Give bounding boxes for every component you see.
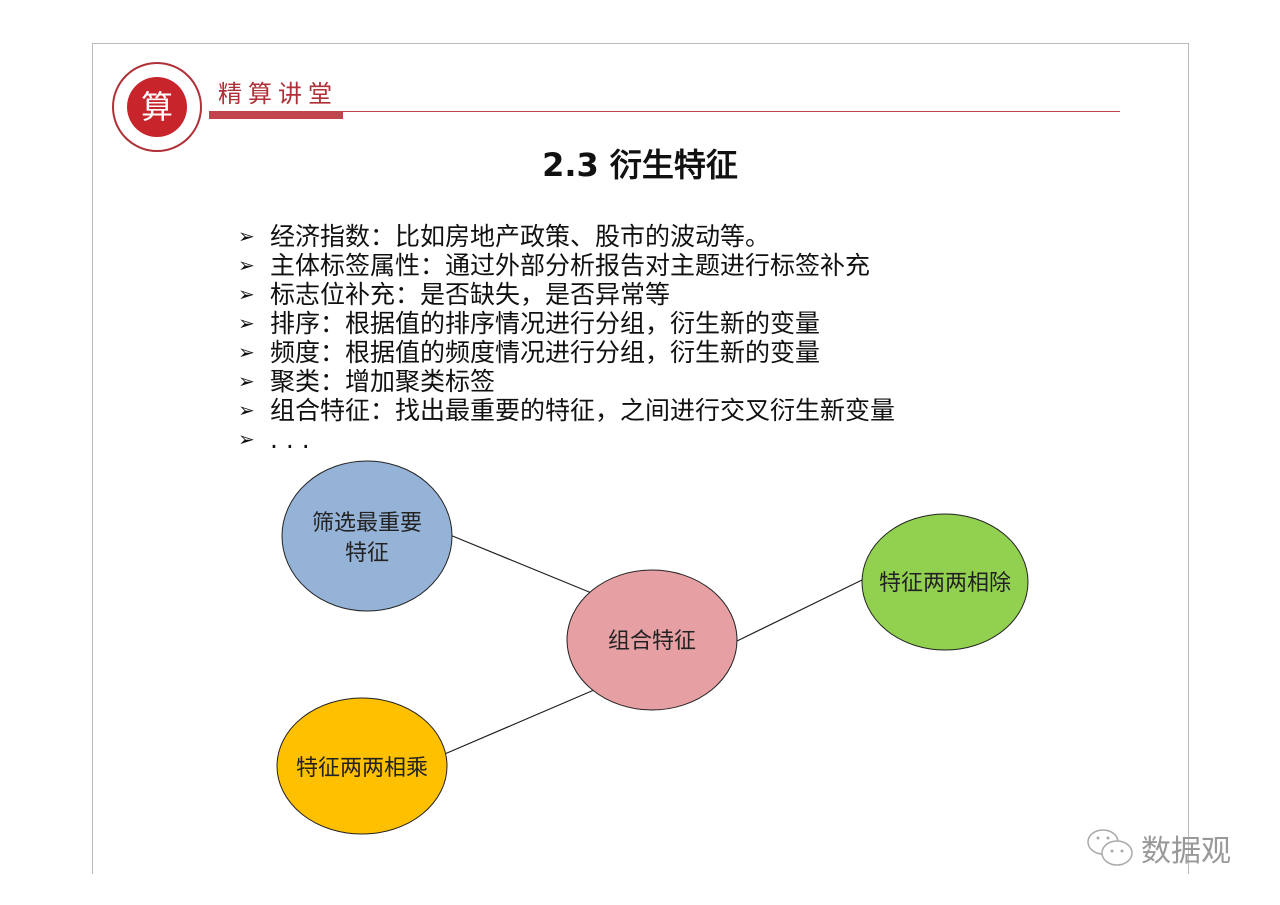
- bullet-text: 组合特征：找出最重要的特征，之间进行交叉衍生新变量: [270, 396, 896, 425]
- arrow-bullet-icon: ➢: [238, 282, 255, 306]
- header-accent-bar: [209, 111, 343, 119]
- node-divide: [861, 513, 1029, 651]
- bullet-text: 排序：根据值的排序情况进行分组，衍生新的变量: [270, 309, 821, 338]
- list-item: ➢ 聚类：增加聚类标签: [238, 367, 895, 396]
- bullet-text: 聚类：增加聚类标签: [270, 367, 496, 396]
- node-label: 特征两两相除: [879, 571, 1011, 596]
- list-item: ➢ 主体标签属性：通过外部分析报告对主题进行标签补充: [238, 251, 895, 280]
- wechat-icon: [1087, 829, 1133, 866]
- bullet-text: 标志位补充：是否缺失，是否异常等: [270, 280, 671, 309]
- header-rule: [343, 111, 1120, 112]
- list-item: ➢ . . .: [238, 425, 895, 454]
- node-label: 特征两两相乘: [296, 756, 428, 781]
- node-select-important: [281, 460, 453, 612]
- svg-text:算: 算: [141, 88, 173, 126]
- connector-line: [449, 534, 595, 595]
- bullet-text: 主体标签属性：通过外部分析报告对主题进行标签补充: [270, 251, 871, 280]
- arrow-bullet-icon: ➢: [238, 311, 255, 335]
- page-title: 2.3 衍生特征: [542, 146, 738, 184]
- arrow-bullet-icon: ➢: [238, 427, 255, 451]
- arrow-bullet-icon: ➢: [238, 398, 255, 422]
- slide: [92, 43, 1189, 874]
- arrow-bullet-icon: ➢: [238, 224, 255, 248]
- arrow-bullet-icon: ➢: [238, 340, 255, 364]
- arrow-bullet-icon: ➢: [238, 253, 255, 277]
- bullet-text: . . .: [270, 425, 310, 454]
- node-multiply: [276, 697, 448, 835]
- list-item: ➢ 频度：根据值的频度情况进行分组，衍生新的变量: [238, 338, 895, 367]
- brand-title: 精算讲堂: [218, 80, 338, 108]
- list-item: ➢ 标志位补充：是否缺失，是否异常等: [238, 280, 895, 309]
- list-item: ➢ 组合特征：找出最重要的特征，之间进行交叉衍生新变量: [238, 396, 895, 425]
- list-item: ➢ 排序：根据值的排序情况进行分组，衍生新的变量: [238, 309, 895, 338]
- watermark-text: 数据观: [1141, 834, 1231, 869]
- bullet-text: 频度：根据值的频度情况进行分组，衍生新的变量: [270, 338, 821, 367]
- bullet-text: 经济指数：比如房地产政策、股市的波动等。: [270, 222, 771, 251]
- actuaries-association-logo: 算: [112, 62, 202, 152]
- connector-line: [439, 689, 595, 757]
- connector-line: [736, 579, 863, 642]
- bullet-list: ➢ 经济指数：比如房地产政策、股市的波动等。 ➢ 主体标签属性：通过外部分析报告对主…: [238, 222, 895, 454]
- node-combined-features: [566, 569, 738, 711]
- arrow-bullet-icon: ➢: [238, 369, 255, 393]
- watermark: 数据观: [1085, 826, 1231, 870]
- list-item: ➢ 经济指数：比如房地产政策、股市的波动等。: [238, 222, 895, 251]
- node-label: 特征: [345, 541, 389, 566]
- node-label: 组合特征: [608, 629, 696, 654]
- node-label: 筛选最重要: [312, 511, 422, 536]
